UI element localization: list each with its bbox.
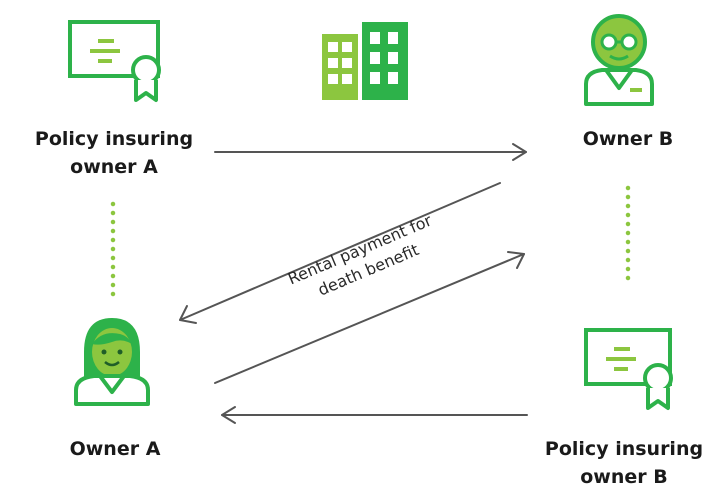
owner-a-label-text: Owner A [69, 438, 161, 460]
policy-a-label-line1: Policy insuring [34, 128, 194, 150]
policy-a-label-line2: owner A [70, 155, 158, 178]
arrow-owner-b-to-owner-a [179, 182, 501, 324]
policy-b-label-line1: Policy insuring [544, 438, 704, 460]
certificate-icon [584, 328, 673, 410]
owner-b-label: Owner B [552, 126, 704, 154]
arrow-policy-b-to-owner-a [221, 406, 528, 424]
arrow-owner-a-to-owner-b [214, 251, 525, 384]
arrow-annotation: Rental payment for death benefit [285, 211, 435, 300]
arrow-policy-a-to-owner-b [214, 143, 527, 161]
businesswoman-icon [74, 318, 150, 406]
owner-b-label-text: Owner B [582, 128, 674, 150]
office-building-icon [322, 22, 408, 100]
certificate-icon [68, 20, 161, 102]
businessman-icon [584, 14, 654, 106]
policy-a-label: Policy insuring owner A [0, 126, 228, 181]
policy-b-label: Policy insuring owner B [524, 436, 724, 491]
policy-b-label-line2: owner B [580, 465, 668, 488]
owner-a-label: Owner A [40, 436, 190, 464]
